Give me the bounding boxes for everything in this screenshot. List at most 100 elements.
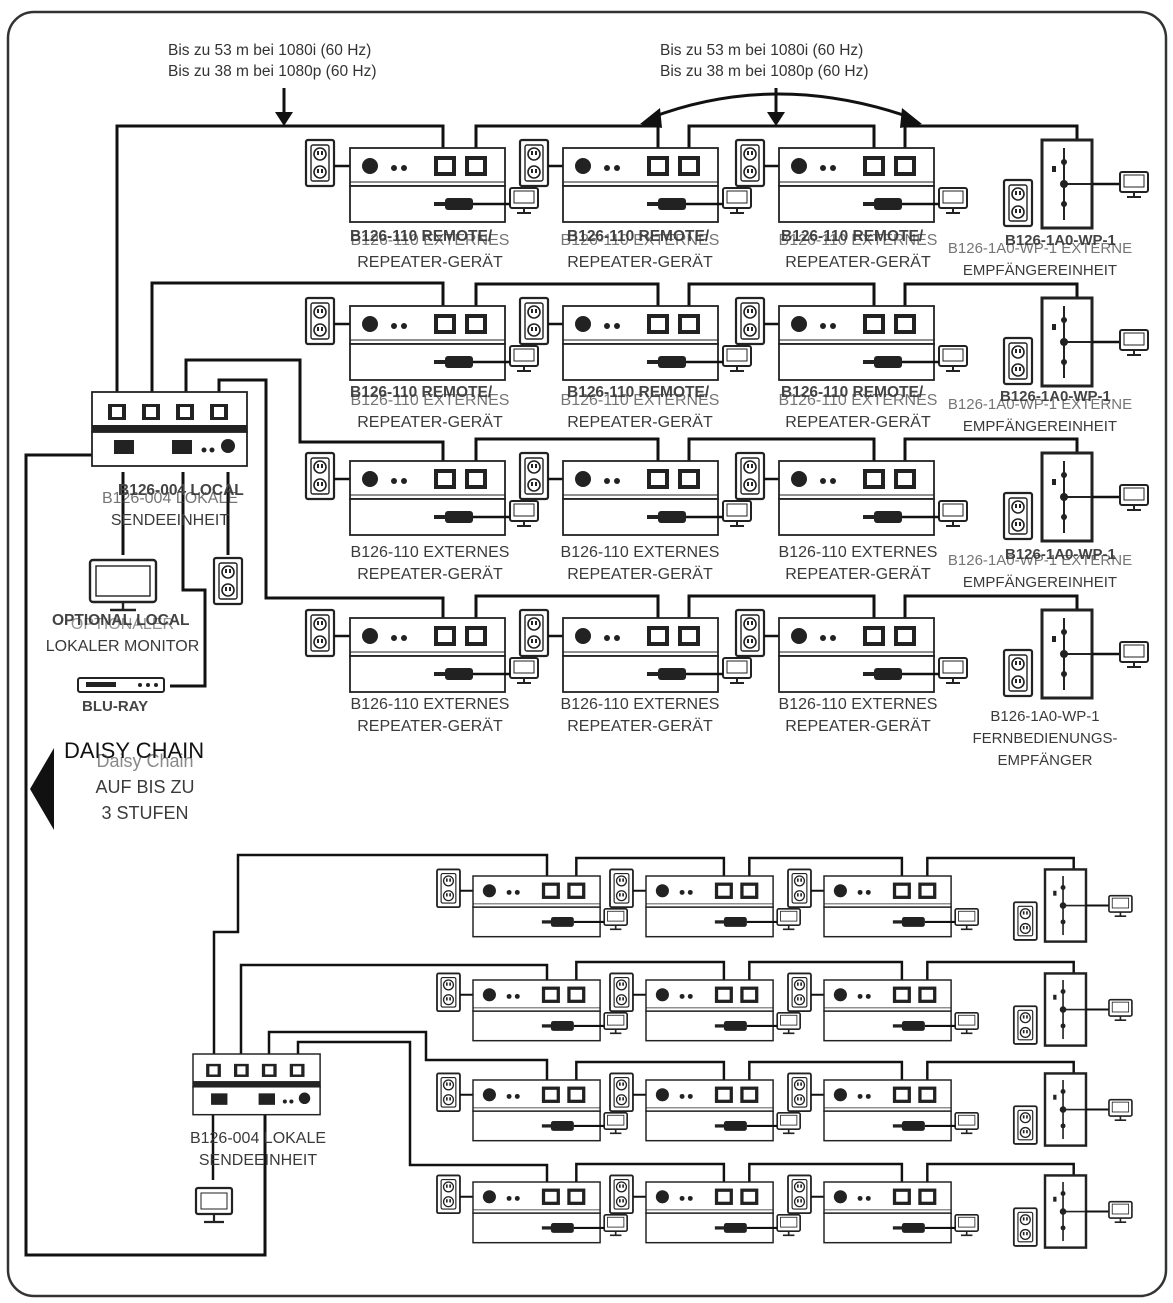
monitor-line1: OPTIONALER xyxy=(70,616,175,633)
receiver-outlet xyxy=(1012,901,1038,941)
distance-note-right: Bis zu 53 m bei 1080i (60 Hz) Bis zu 38 … xyxy=(660,40,869,82)
row4-rep2-label: B126-110 EXTERNES REPEATER-GERÄT xyxy=(555,694,725,738)
lower-row-4 xyxy=(436,1162,1133,1249)
chain-cable xyxy=(575,960,726,992)
row1-receiver-line1: B126-1A0-WP-1 EXTERNE xyxy=(947,240,1133,257)
row2-rep1-line2: REPEATER-GERÄT xyxy=(357,414,503,431)
repeater-unit xyxy=(823,875,952,938)
display-icon xyxy=(603,1213,628,1237)
chain-cable xyxy=(687,437,876,475)
chain-cable xyxy=(926,960,1075,992)
row4-receiver-line3: EMPFÄNGER xyxy=(997,752,1093,769)
wall-outlet xyxy=(734,451,766,501)
row1-rep1-line1: B126-110 EXTERNES xyxy=(350,232,510,249)
receiver-display-icon xyxy=(1119,484,1149,511)
display-icon xyxy=(509,345,539,372)
distance-note-left-line2: Bis zu 38 m bei 1080p (60 Hz) xyxy=(168,63,377,80)
chain-cable xyxy=(474,282,660,320)
daisy-chain-line3: 3 STUFEN xyxy=(101,803,189,823)
row2-rep1-label: B126-110 EXTERNES REPEATER-GERÄT xyxy=(345,390,515,434)
row2-rep3-line1: B126-110 EXTERNES xyxy=(778,392,938,409)
wall-outlet xyxy=(304,138,336,188)
lower-transmitter-line2: SENDEEINHEIT xyxy=(198,1152,318,1169)
receiver-display-icon xyxy=(1119,641,1149,668)
chain-cable xyxy=(474,124,660,162)
display-icon xyxy=(722,345,752,372)
row3-rep1-line1: B126-110 EXTERNES xyxy=(350,544,510,561)
row1-rep1-label: B126-110 EXTERNES REPEATER-GERÄT xyxy=(345,230,515,274)
display-icon xyxy=(603,1111,628,1135)
transmitter-line2: SENDEEINHEIT xyxy=(110,512,230,529)
monitor-line2: LOKALER MONITOR xyxy=(45,638,200,655)
wall-outlet xyxy=(609,1072,634,1113)
wall-outlet xyxy=(436,868,461,909)
wall-outlet xyxy=(436,1072,461,1113)
repeater-unit xyxy=(472,1079,601,1142)
repeater-unit xyxy=(778,305,935,381)
row4-receiver-label: B126-1A0-WP-1 FERNBEDIENUNGS- EMPFÄNGER xyxy=(960,706,1130,772)
display-icon xyxy=(776,907,801,931)
lower-local-monitor xyxy=(194,1186,234,1224)
row3-rep2-line1: B126-110 EXTERNES xyxy=(560,544,720,561)
lower-repeater-rows xyxy=(436,856,1133,1249)
receiver-outlet xyxy=(1002,178,1034,228)
display-icon xyxy=(938,187,968,214)
display-icon xyxy=(954,1011,979,1035)
receiver-outlet xyxy=(1002,491,1034,541)
bluray-label: BLU-RAY xyxy=(82,698,149,715)
wall-outlet xyxy=(734,296,766,346)
upper-row-4 xyxy=(304,594,1149,700)
row2-rep3-label: B126-110 EXTERNES REPEATER-GERÄT xyxy=(773,390,943,434)
row4-rep3-line1: B126-110 EXTERNES xyxy=(778,696,938,713)
row1-receiver-label: B126-1A0-WP-1 EXTERNE EMPFÄNGEREINHEIT xyxy=(945,238,1135,282)
repeater-unit xyxy=(645,875,774,938)
receiver-display-icon xyxy=(1108,998,1133,1021)
wall-plate-receiver xyxy=(1040,608,1094,700)
wall-outlet xyxy=(787,972,812,1013)
chain-cable xyxy=(748,1060,904,1092)
lower-transmitter-label: B126-004 LOKALE SENDEEINHEIT xyxy=(168,1128,348,1172)
row4-rep1-line1: B126-110 EXTERNES xyxy=(350,696,510,713)
repeater-unit xyxy=(472,875,601,938)
row3-receiver-bold: B126-1A0-WP-1 xyxy=(1005,546,1116,563)
row1-rep3-line1: B126-110 EXTERNES xyxy=(778,232,938,249)
repeater-unit xyxy=(562,305,719,381)
row4-rep3-label: B126-110 EXTERNES REPEATER-GERÄT xyxy=(773,694,943,738)
wall-plate-receiver xyxy=(1040,451,1094,543)
optional-local-monitor xyxy=(88,558,158,612)
row2-rep2-label: B126-110 EXTERNES REPEATER-GERÄT xyxy=(555,390,725,434)
row3-receiver-line1: B126-1A0-WP-1 EXTERNE xyxy=(947,552,1133,569)
chain-cable xyxy=(903,437,1079,475)
monitor-label: OPTIONALER LOKALER MONITOR xyxy=(30,614,215,658)
row1-receiver-line2: EMPFÄNGEREINHEIT xyxy=(962,262,1118,279)
receiver-display-icon xyxy=(1119,329,1149,356)
row2-rep3-bold: B126-110 REMOTE/ xyxy=(781,384,924,401)
row4-rep3-line2: REPEATER-GERÄT xyxy=(785,718,931,735)
display-icon xyxy=(509,500,539,527)
chain-cable xyxy=(687,282,876,320)
distance-note-right-line2: Bis zu 38 m bei 1080p (60 Hz) xyxy=(660,63,869,80)
lower-local-transmitter xyxy=(192,1053,321,1116)
wall-outlet xyxy=(787,1174,812,1215)
display-icon xyxy=(722,187,752,214)
repeater-unit xyxy=(778,460,935,536)
wall-outlet xyxy=(518,608,550,658)
chain-cable xyxy=(687,594,876,632)
upper-local-transmitter xyxy=(91,391,248,467)
upper-repeater-rows xyxy=(304,124,1149,700)
transmitter-line1: B126-004 LOKALE xyxy=(101,490,239,507)
receiver-display-icon xyxy=(1108,1200,1133,1224)
row1-receiver-bold: B126-1A0-WP-1 xyxy=(1005,232,1116,249)
display-icon xyxy=(938,500,968,527)
lower-row-1 xyxy=(436,856,1133,943)
row4-receiver-line1: B126-1A0-WP-1 xyxy=(990,708,1100,725)
display-icon xyxy=(509,187,539,214)
row2-rep1-bold: B126-110 REMOTE/ xyxy=(350,384,493,401)
display-icon xyxy=(776,1011,801,1035)
display-icon xyxy=(509,657,539,684)
row4-receiver-line2: FERNBEDIENUNGS- xyxy=(972,730,1118,747)
row2-rep2-line1: B126-110 EXTERNES xyxy=(560,392,720,409)
receiver-display-icon xyxy=(1108,894,1133,917)
distance-note-left: Bis zu 53 m bei 1080i (60 Hz) Bis zu 38 … xyxy=(168,40,377,82)
chain-cable xyxy=(903,124,1079,162)
